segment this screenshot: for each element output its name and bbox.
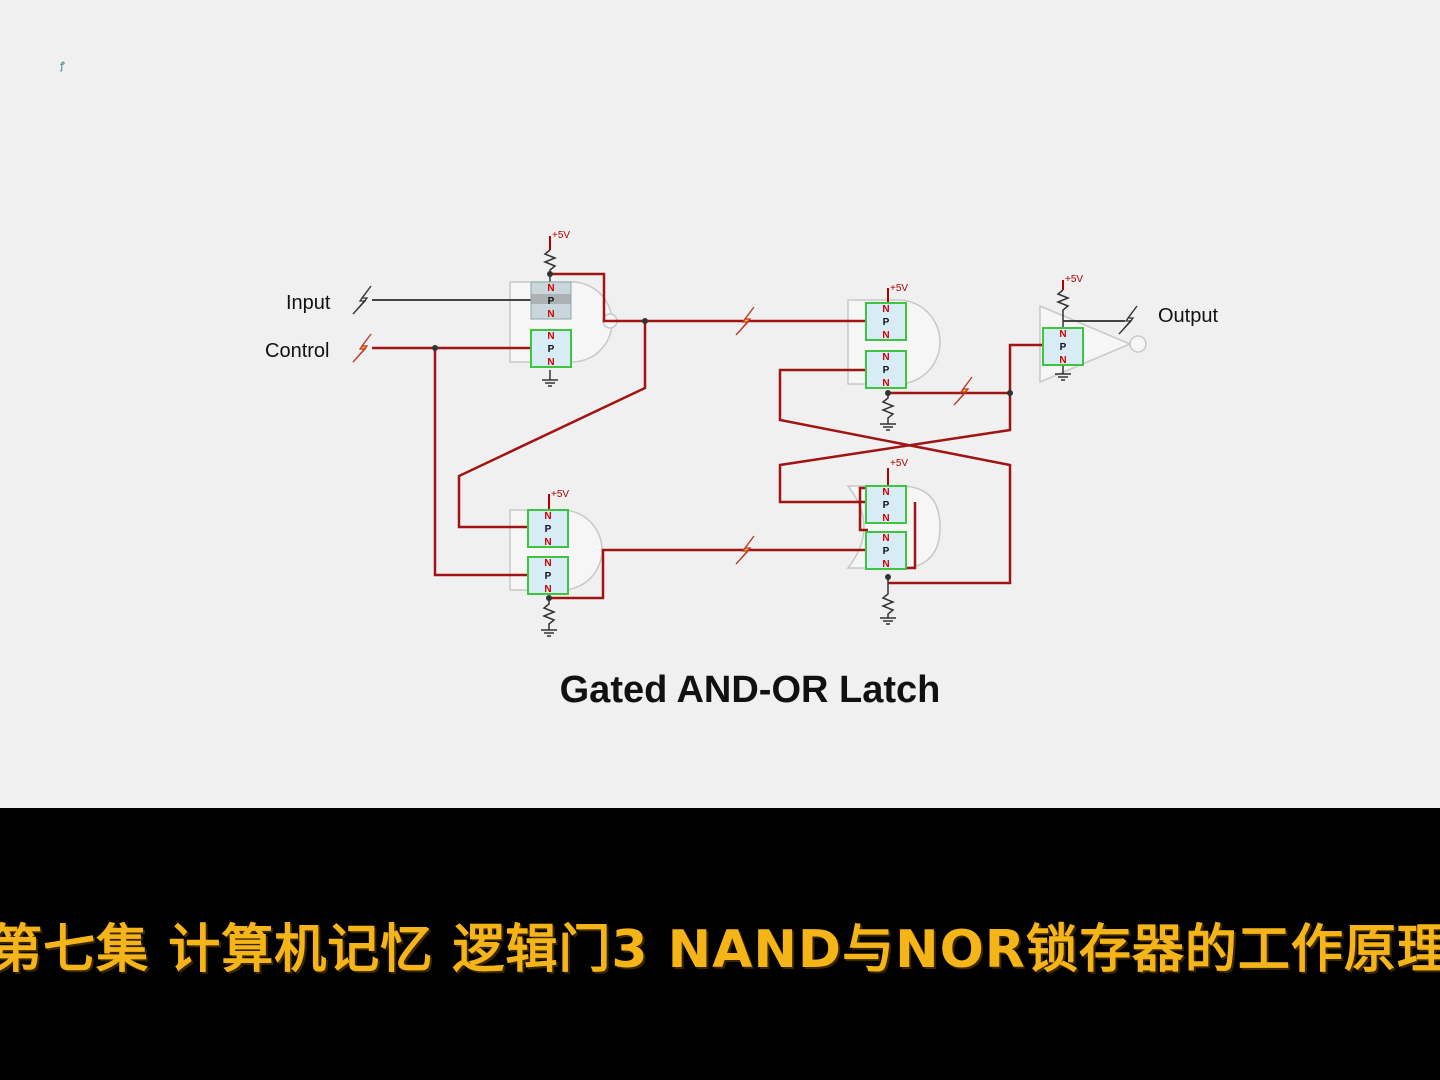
feedback-wire-b	[778, 393, 1012, 504]
transistor-layer-label: P	[545, 524, 552, 535]
transistor-or-bottom-b: NPN	[865, 531, 907, 570]
transistor-layer-label: P	[545, 571, 552, 582]
signal-bolt-icon	[953, 376, 973, 406]
transistor-layer-label: N	[547, 357, 554, 368]
transistor-nand-input: NPN	[530, 281, 572, 320]
transistor-layer-label: N	[1059, 355, 1066, 366]
junction-dot	[1007, 390, 1013, 396]
transistor-not: NPN	[1042, 327, 1084, 366]
junction-dot	[642, 318, 648, 324]
supply-or-top: +5V	[880, 283, 908, 431]
supply-label: +5V	[1065, 274, 1083, 285]
transistor-layer-label: P	[548, 344, 555, 355]
transistor-layer-label: P	[883, 500, 890, 511]
transistor-layer-label: N	[882, 352, 889, 363]
nand-to-and-wire	[457, 321, 647, 529]
supply-or-bottom: +5V	[880, 458, 908, 625]
control-label: Control	[265, 340, 329, 362]
signal-bolt-icon	[735, 535, 755, 565]
transistor-or-top-a: NPN	[865, 302, 907, 341]
output-bolt-icon	[1118, 305, 1138, 335]
transistor-layer-label: N	[544, 558, 551, 569]
transistor-and-a: NPN	[527, 509, 569, 548]
supply-label: +5V	[890, 458, 908, 469]
transistor-layer-label: N	[882, 330, 889, 341]
diagram-stage: ꝭ	[60, 61, 1219, 711]
transistor-layer-label: N	[882, 513, 889, 524]
transistor-or-bottom-a: NPN	[865, 485, 907, 524]
transistor-layer-label: P	[883, 317, 890, 328]
and-to-or-wire	[549, 548, 868, 600]
signal-bolt-icon	[735, 306, 755, 336]
transistor-layer-label: N	[547, 283, 554, 294]
transistor-layer-label: N	[547, 331, 554, 342]
transistor-layer-label: N	[544, 537, 551, 548]
supply-nand: +5V	[542, 230, 570, 387]
transistor-layer-label: N	[882, 533, 889, 544]
transistor-layer-label: N	[882, 304, 889, 315]
feedback-wire-a	[778, 368, 1012, 585]
corner-mark: ꝭ	[60, 61, 65, 72]
transistor-layer-label: P	[883, 365, 890, 376]
transistor-layer-label: N	[1059, 329, 1066, 340]
transistor-layer-label: N	[544, 584, 551, 595]
transistor-layer-label: P	[1060, 342, 1067, 353]
transistor-layer-label: N	[882, 559, 889, 570]
transistor-layer-label: N	[544, 511, 551, 522]
supply-label: +5V	[552, 230, 570, 241]
supply-label: +5V	[890, 283, 908, 294]
supply-not: +5V	[1055, 274, 1083, 381]
latch-circuit-diagram: +5V +5V +5V +5V	[265, 230, 1218, 711]
subtitle-banner: 第七集 计算机记忆 逻辑门3 NAND与NOR锁存器的工作原理	[0, 808, 1440, 1080]
to-not-wire	[1008, 343, 1045, 393]
not-gate-bubble	[1129, 335, 1147, 353]
transistor-layer-label: P	[548, 296, 555, 307]
banner-title: 第七集 计算机记忆 逻辑门3 NAND与NOR锁存器的工作原理	[0, 919, 1440, 980]
supply-label: +5V	[551, 489, 569, 500]
transistor-layer-label: N	[547, 309, 554, 320]
input-bolt-icon	[352, 285, 372, 315]
output-label: Output	[1158, 305, 1218, 327]
control-to-and-wire	[433, 348, 533, 577]
transistor-layer-label: P	[883, 546, 890, 557]
transistor-layer-label: N	[882, 487, 889, 498]
transistor-or-top-b: NPN	[865, 350, 907, 389]
transistor-and-b: NPN	[527, 556, 569, 595]
control-bolt-icon	[352, 333, 372, 363]
diagram-title: Gated AND-OR Latch	[560, 669, 941, 711]
nand-output-wire	[550, 272, 645, 323]
transistor-layer-label: N	[882, 378, 889, 389]
input-label: Input	[286, 292, 331, 314]
junction-dot	[432, 345, 438, 351]
supply-and: +5V	[541, 489, 569, 637]
transistor-nand-control: NPN	[530, 329, 572, 368]
